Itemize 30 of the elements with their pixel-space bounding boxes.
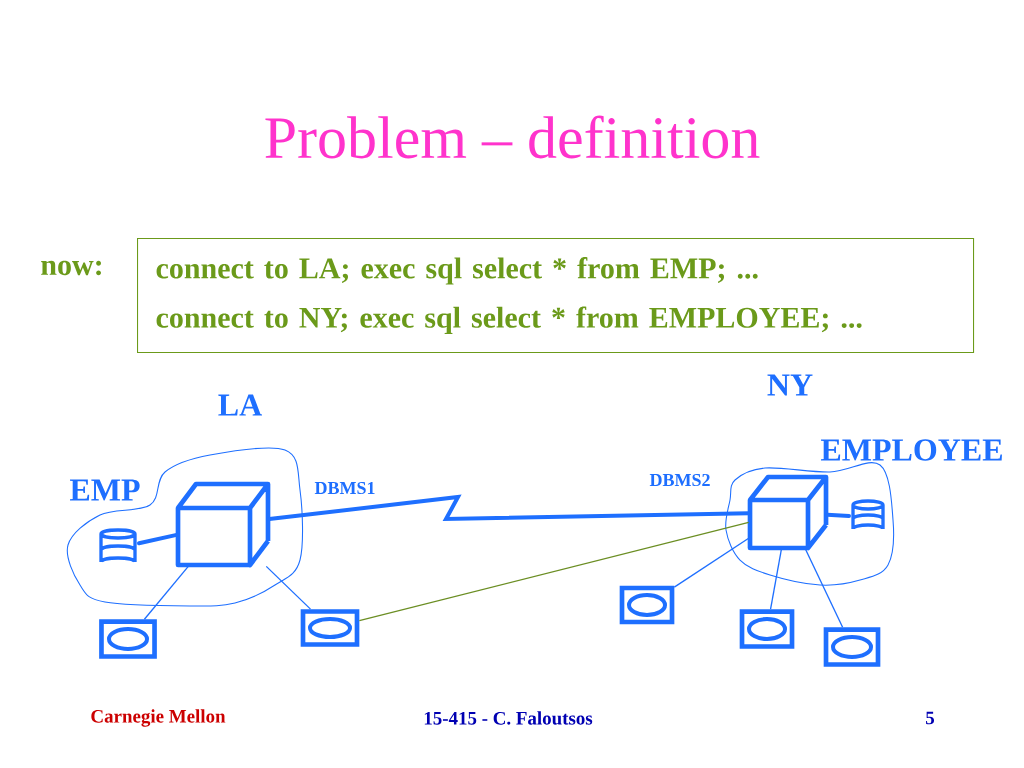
- terminal-icon: [823, 627, 881, 667]
- connection-line: [358, 521, 750, 622]
- database-cylinder: [99, 528, 137, 564]
- node-label: NY: [767, 374, 813, 396]
- dbms-label: DBMS2: [649, 473, 710, 487]
- connection-line: [825, 512, 851, 518]
- footer-text: 15-415 - C. Faloutsos: [424, 711, 593, 725]
- server-cube: [747, 474, 829, 551]
- connection-line: [673, 537, 750, 588]
- connection-line: [137, 532, 179, 546]
- terminal-icon: [300, 609, 360, 647]
- connection-line: [143, 565, 189, 620]
- title: Problem – definition: [265, 115, 760, 159]
- terminal-icon: [99, 619, 157, 659]
- table-name: EMP: [70, 479, 140, 501]
- footer-text: Carnegie Mellon: [91, 709, 226, 727]
- node-label: LA: [218, 394, 262, 416]
- database-cylinder: [851, 499, 885, 531]
- table-name: EMPLOYEE: [821, 439, 1002, 461]
- dbms-label: DBMS1: [314, 481, 375, 495]
- page-number: 5: [926, 711, 935, 725]
- terminal-icon: [619, 585, 675, 625]
- connection-line: [267, 494, 751, 522]
- server-cube: [175, 481, 271, 568]
- terminal-icon: [739, 609, 795, 649]
- connection-line: [804, 548, 844, 628]
- side-label: now:: [41, 260, 101, 276]
- connection-line: [265, 565, 312, 610]
- code-box: connect to LA; exec sql select * from EMP; ... connect to NY; exec sql select * from EMPLOYEE; ...: [137, 238, 975, 354]
- connection-line: [769, 548, 783, 610]
